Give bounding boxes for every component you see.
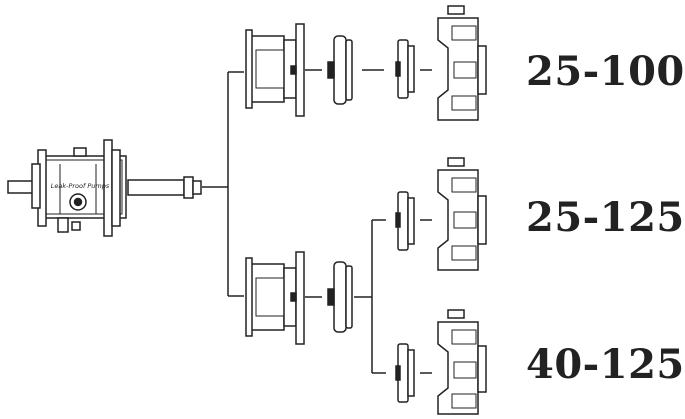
model-label-40-125: 40-125 [526, 341, 685, 388]
pump-brand-text: Leak-Proof Pumps [51, 182, 110, 190]
volute-casing-middle [437, 157, 487, 271]
motor-housing-bottom [245, 251, 305, 345]
model-label-25-125: 25-125 [526, 194, 685, 241]
backplate-bottom [327, 261, 353, 333]
impeller-bottom [395, 343, 415, 403]
impeller-top [395, 39, 415, 99]
pump-drive-unit [7, 139, 202, 237]
volute-casing-bottom [437, 309, 487, 415]
model-label-25-100: 25-100 [526, 48, 685, 95]
volute-casing-top [437, 5, 487, 121]
pump-configuration-diagram: Leak-Proof Pumps [7, 5, 487, 415]
backplate-top [327, 35, 353, 105]
impeller-middle [395, 191, 415, 251]
connector-lines [202, 69, 432, 374]
motor-housing-top [245, 23, 305, 117]
